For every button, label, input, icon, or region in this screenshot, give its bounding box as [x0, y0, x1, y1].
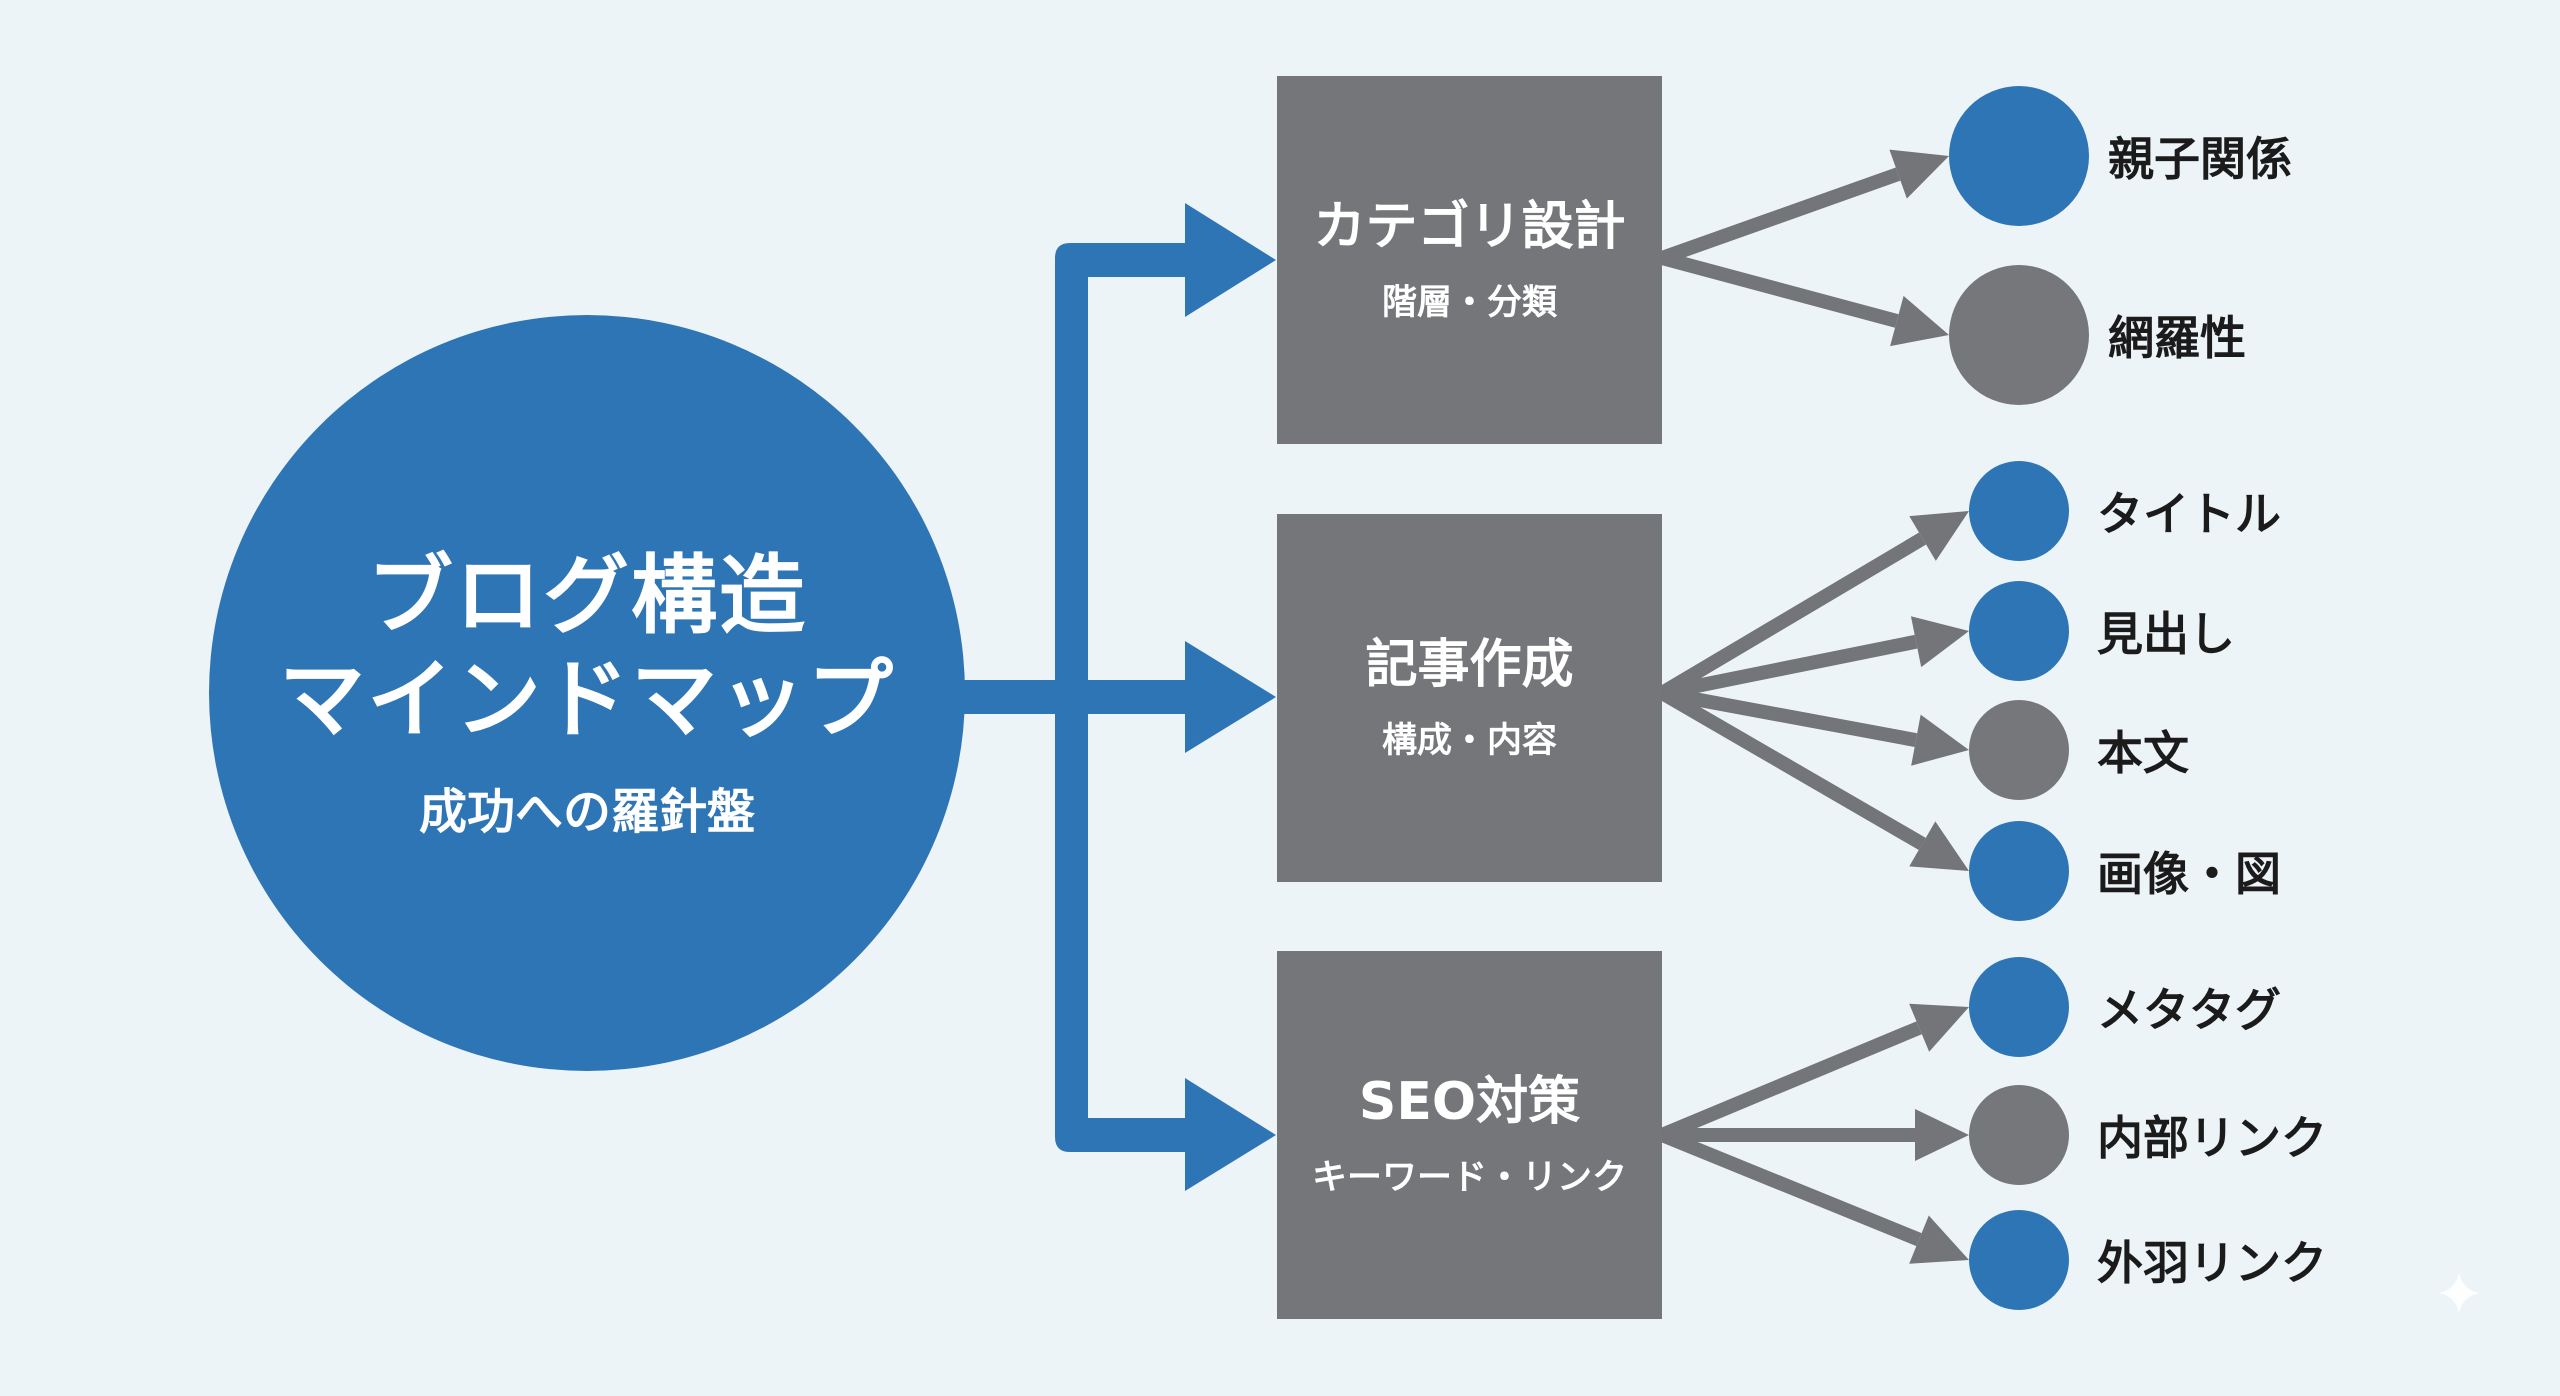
leaf-dot-gray[interactable] — [1949, 265, 2089, 405]
leaf-label[interactable]: メタタグ — [2097, 983, 2281, 1037]
root-connectors — [960, 203, 1276, 1191]
trunk-vertical — [1055, 243, 1190, 1152]
leaf-arrowhead — [1910, 616, 1969, 668]
leaf-arrow-shaft — [1660, 686, 1918, 748]
root-node[interactable]: ブログ構造 マインドマップ 成功への羅針盤 — [209, 315, 965, 1071]
leaf-label[interactable]: 網羅性 — [2108, 311, 2246, 365]
root-title-line2: マインドマップ — [279, 650, 895, 750]
branch-title: SEO対策 — [1358, 1072, 1581, 1132]
branch-subtitle: キーワード・リンク — [1311, 1158, 1627, 1198]
leaf-arrow-shaft — [1659, 167, 1901, 265]
branch-subtitle: 階層・分類 — [1381, 283, 1557, 323]
leaf-arrow-shaft — [1659, 1128, 1922, 1247]
leaf-dot-blue[interactable] — [1969, 581, 2069, 681]
leaf-label[interactable]: 本文 — [2097, 726, 2189, 780]
branch-seo[interactable]: SEO対策 キーワード・リンク — [1277, 951, 1662, 1319]
leaf-dots — [1949, 86, 2089, 1310]
leaf-arrowhead — [1909, 1003, 1969, 1052]
leaf-arrow-shaft — [1662, 1128, 1915, 1142]
leaf-dot-blue[interactable] — [1969, 957, 2069, 1057]
root-subtitle: 成功への羅針盤 — [418, 784, 755, 840]
leaf-arrowhead — [1909, 511, 1969, 561]
leaf-dot-blue[interactable] — [1969, 461, 2069, 561]
leaf-arrow-shaft — [1658, 686, 1926, 850]
leaf-label[interactable]: 外羽リンク — [2097, 1236, 2327, 1290]
leaf-arrowhead — [1915, 1109, 1969, 1161]
leaf-arrowhead — [1909, 821, 1969, 871]
leaf-arrow-shaft — [1660, 251, 1899, 328]
leaf-arrow-shaft — [1659, 1021, 1922, 1142]
leaf-dot-blue[interactable] — [1969, 1210, 2069, 1310]
leaf-dot-gray[interactable] — [1969, 1085, 2069, 1185]
leaf-dot-blue[interactable] — [1969, 821, 2069, 921]
leaf-dot-gray[interactable] — [1969, 700, 2069, 800]
leaf-dot-blue[interactable] — [1949, 86, 2089, 226]
root-title-line1: ブログ構造 — [367, 546, 807, 646]
branch-title: カテゴリ設計 — [1313, 197, 1626, 257]
leaf-arrowhead — [1890, 295, 1949, 347]
leaf-arrow-shaft — [1658, 532, 1927, 700]
arrowhead-to-seo — [1185, 1078, 1276, 1191]
branch-category-design[interactable]: カテゴリ設計 階層・分類 — [1277, 76, 1662, 444]
leaf-label[interactable]: 見出し — [2097, 607, 2235, 661]
leaf-arrowhead — [1911, 714, 1969, 766]
leaf-label[interactable]: タイトル — [2097, 487, 2281, 541]
branch-article-creation[interactable]: 記事作成 構成・内容 — [1277, 514, 1662, 882]
arrowhead-to-category — [1185, 203, 1276, 317]
leaf-label[interactable]: 画像・図 — [2097, 847, 2281, 901]
sparkle-icon — [2438, 1272, 2480, 1314]
branch-subtitle: 構成・内容 — [1381, 721, 1557, 761]
leaf-connectors — [1658, 149, 1969, 1264]
branch-title: 記事作成 — [1365, 635, 1574, 695]
arrowhead-to-article — [1185, 641, 1276, 753]
leaf-label[interactable]: 内部リンク — [2097, 1111, 2327, 1165]
leaf-arrowhead — [1909, 1215, 1969, 1264]
leaf-arrow-shaft — [1660, 634, 1918, 700]
leaf-label[interactable]: 親子関係 — [2108, 132, 2292, 186]
leaf-arrowhead — [1889, 149, 1949, 199]
